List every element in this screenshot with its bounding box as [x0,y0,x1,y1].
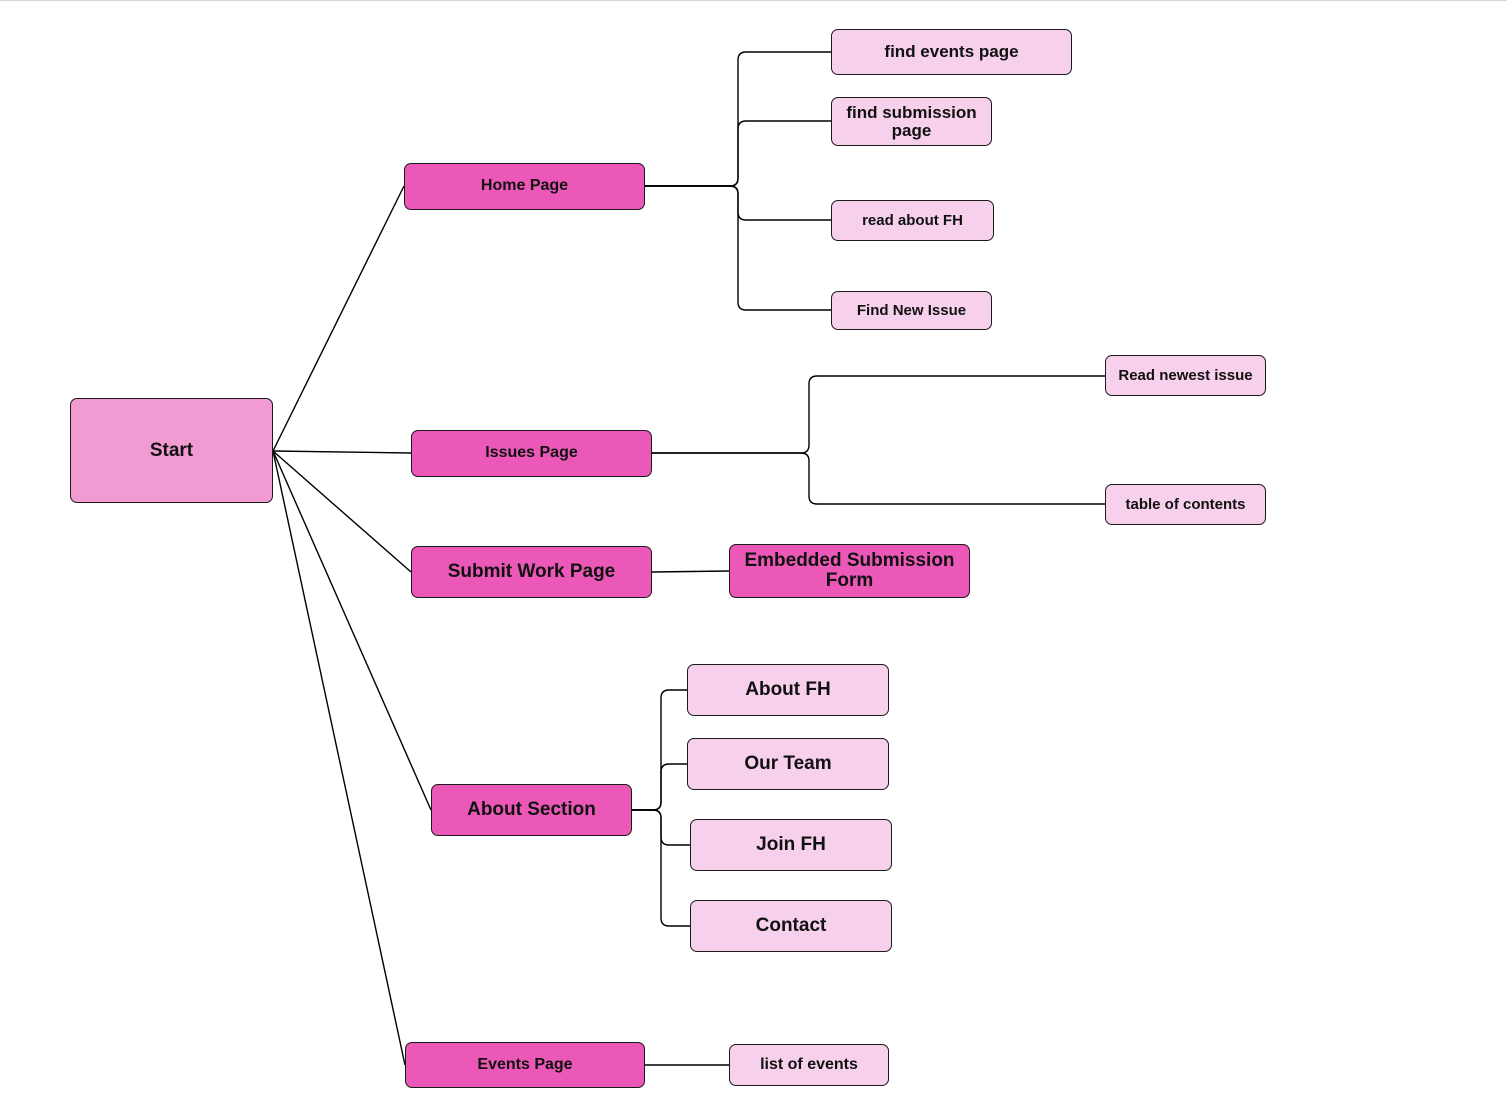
edge-issues-read-newest [652,375,1105,454]
edge-home-find-submission [645,120,831,187]
node-our-team: Our Team [687,738,889,790]
node-issues-page: Issues Page [411,430,652,477]
edge-home-find-new-issue [645,185,831,311]
node-events-page: Events Page [405,1042,645,1088]
node-read-newest-issue: Read newest issue [1105,355,1266,396]
node-about-section: About Section [431,784,632,836]
node-join-fh: Join FH [690,819,892,871]
node-submit-work-page: Submit Work Page [411,546,652,598]
edge-start-home [272,185,405,452]
node-start: Start [70,398,273,503]
node-about-fh: About FH [687,664,889,716]
edge-issues-table-of-contents [652,452,1105,505]
node-contact: Contact [690,900,892,952]
edge-submit-form [651,570,730,573]
node-list-of-events: list of events [729,1044,889,1086]
node-find-events-page: find events page [831,29,1072,75]
edge-about-contact [632,809,690,927]
edge-start-about [272,450,432,811]
node-read-about-fh: read about FH [831,200,994,241]
edge-start-submit [272,450,412,573]
edge-about-our-team [632,763,687,811]
top-divider [0,0,1507,1]
node-find-new-issue: Find New Issue [831,291,992,330]
node-find-submission-page: find submission page [831,97,992,146]
node-embedded-submission-form: Embedded Submission Form [729,544,970,598]
edge-about-about-fh [632,689,687,811]
edge-start-issues [272,450,412,454]
edge-start-events [272,450,406,1066]
node-home-page: Home Page [404,163,645,210]
node-table-of-contents: table of contents [1105,484,1266,525]
